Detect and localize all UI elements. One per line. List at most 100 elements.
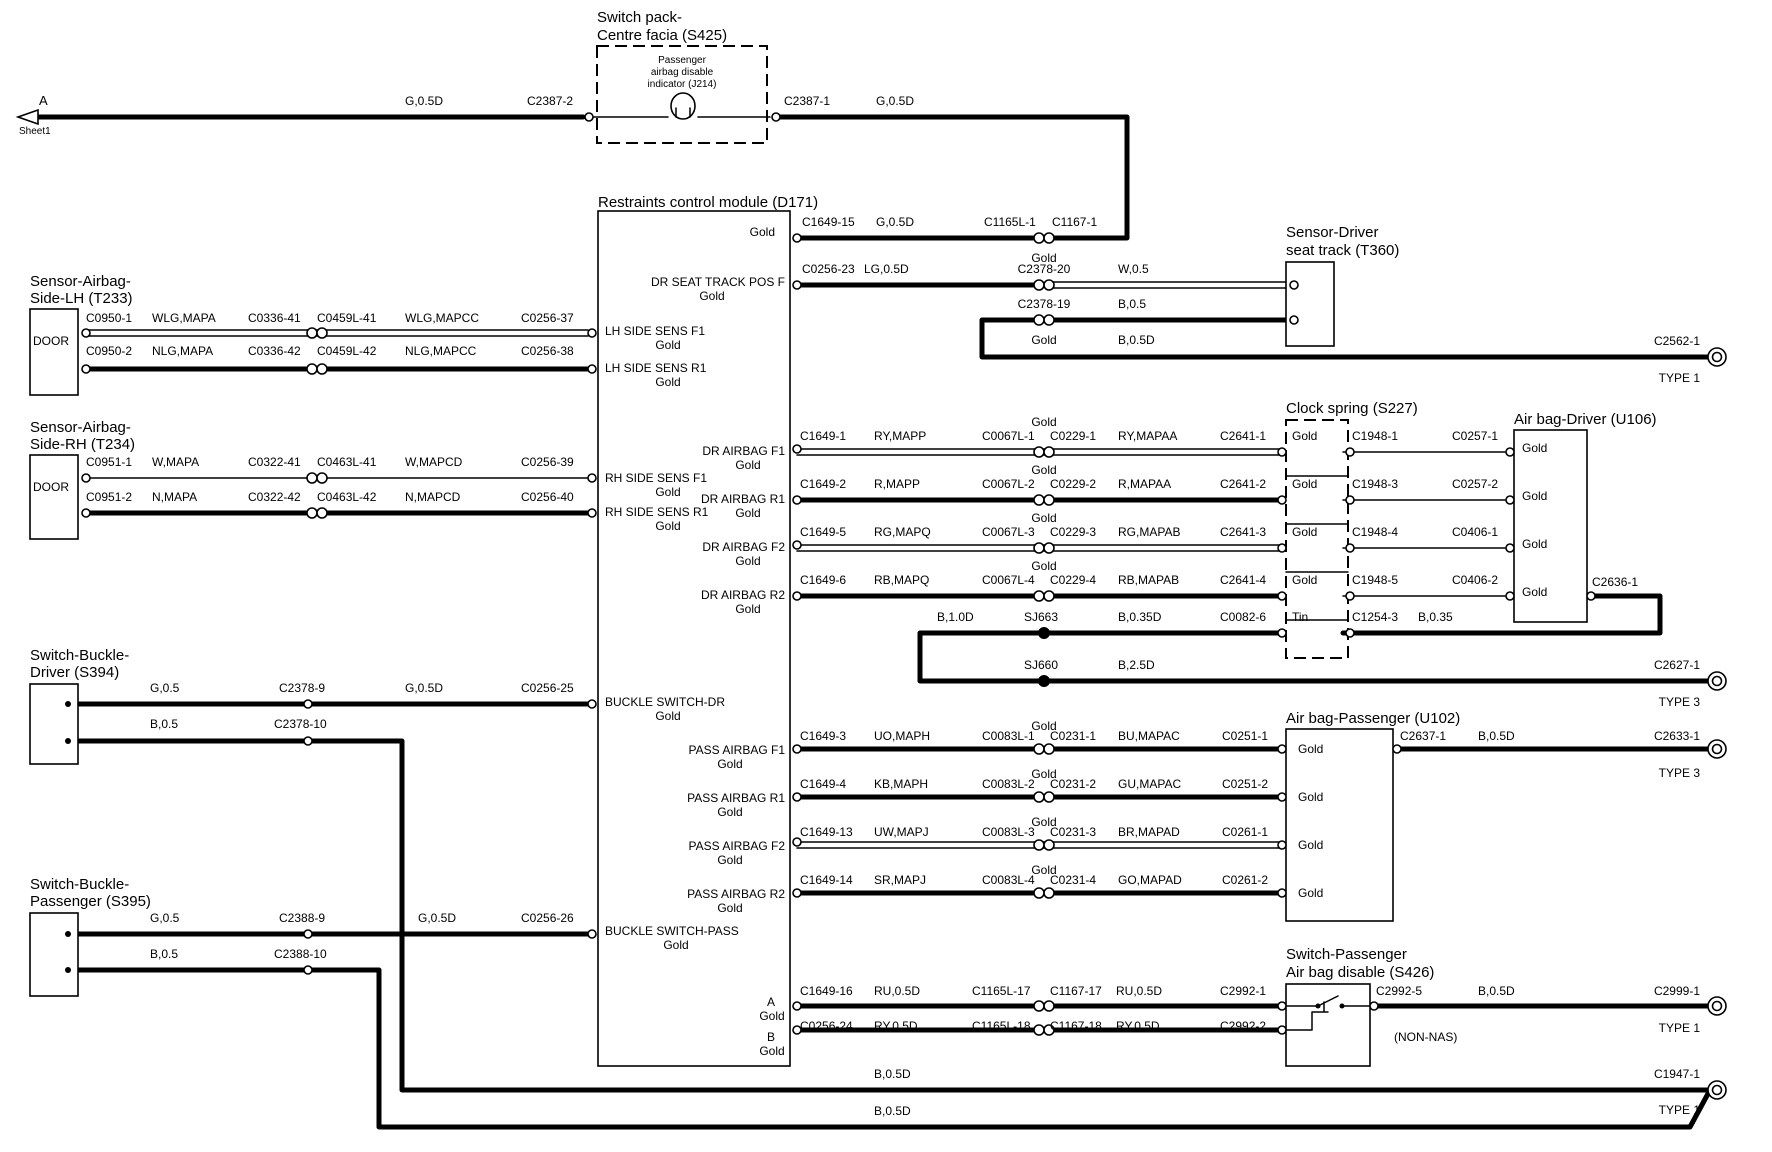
- gnd-w2: B,0.35D: [1118, 610, 1162, 624]
- r1b-w2: B,0.5: [1118, 297, 1146, 311]
- gnd-c2: C1254-3: [1352, 610, 1398, 624]
- p3-w2: BR,MAPAD: [1118, 825, 1180, 839]
- wire-bd2: [65, 738, 1711, 1093]
- rcm-box: [597, 210, 791, 1067]
- d-gold-3: Gold: [1031, 511, 1056, 525]
- d4-ab: Gold: [1522, 585, 1547, 599]
- rcm-pin-14-term: Gold: [717, 901, 742, 915]
- buckle-driver-pin-2-icon: [65, 738, 71, 744]
- g1-t: TYPE 1: [1659, 371, 1701, 385]
- conn-c2387-1-icon: [771, 112, 781, 122]
- buckle-driver-label-2: Driver (S394): [30, 664, 119, 681]
- rh1-c1: C0951-1: [86, 455, 132, 469]
- d-gold-2: Gold: [1031, 463, 1056, 477]
- p4-w1: SR,MAPJ: [874, 873, 926, 887]
- inline-buckle-1-icon: [303, 736, 313, 746]
- conn-c2387-2-icon: [584, 112, 594, 122]
- inline-center-0-icon-b: [1043, 232, 1055, 244]
- rcm-right-pin-1-icon: [792, 280, 802, 290]
- rcm-left-pin-0-icon: [587, 328, 597, 338]
- rcm-pin-17-term: Gold: [759, 1044, 784, 1058]
- sw-pass-pin-5-icon: [1369, 1001, 1379, 1011]
- p2-ab: Gold: [1298, 790, 1323, 804]
- d4-cs: Gold: [1292, 573, 1317, 587]
- p-gold-1: Gold: [1031, 719, 1056, 733]
- rh1-c4: C0256-39: [521, 455, 574, 469]
- ab-driver-pin-3-icon: [1505, 591, 1515, 601]
- rh1-c2: C0322-41: [248, 455, 301, 469]
- gnd-c3: C2636-1: [1592, 575, 1638, 589]
- inline-side-1-icon-b: [316, 363, 328, 375]
- bd1-w2: G,0.5D: [405, 681, 443, 695]
- gnd-tin: Tin: [1292, 610, 1308, 624]
- splice-sj663-icon: [1038, 627, 1050, 639]
- d4-c1: C1649-6: [800, 573, 846, 587]
- r1-w2: W,0.5: [1118, 262, 1149, 276]
- rh2-c1: C0951-2: [86, 490, 132, 504]
- rcm-left-pin-3-icon: [587, 508, 597, 518]
- gnd-w1: B,1.0D: [937, 610, 974, 624]
- wire-bp2: [65, 967, 1713, 1130]
- rcm-pin-labels: Gold DR SEAT TRACK POS F Gold LH SIDE SE…: [605, 225, 785, 1058]
- p1-c1: C1649-3: [800, 729, 846, 743]
- sw-pass-pin-1-icon: [1277, 1001, 1287, 1011]
- bp2-w1: B,0.5: [150, 947, 178, 961]
- ab-pass-pin-0-icon: [1277, 744, 1287, 754]
- lh1-c1: C0950-1: [86, 311, 132, 325]
- ground-2-icon-inner: [1711, 743, 1723, 755]
- d-gold-1: Gold: [1031, 415, 1056, 429]
- d4-c6: C0406-2: [1452, 573, 1498, 587]
- rcm-pin-11: PASS AIRBAG F1: [689, 743, 786, 757]
- ab-pass-pin-3-icon: [1277, 888, 1287, 898]
- ab-driver-ground-pin-icon: [1586, 591, 1596, 601]
- b-w1: RY,0.5D: [874, 1019, 918, 1033]
- d4-c5: C1948-5: [1352, 573, 1398, 587]
- a-w2: RU,0.5D: [1116, 984, 1162, 998]
- rcm-pin-11-term: Gold: [717, 757, 742, 771]
- switch-pack-label-2: Centre facia (S425): [597, 27, 727, 44]
- rh1-c3: C0463L-41: [317, 455, 377, 469]
- d3-cs: Gold: [1292, 525, 1317, 539]
- inline-side-3-icon-b: [316, 507, 328, 519]
- rh2-c2: C0322-42: [248, 490, 301, 504]
- d3-w1: RG,MAPQ: [874, 525, 931, 539]
- inline-side-2-icon-b: [316, 472, 328, 484]
- p-gold-3: Gold: [1031, 815, 1056, 829]
- ap-c1: C2637-1: [1400, 729, 1446, 743]
- rcm-right-pin-6-icon: [792, 744, 802, 754]
- b-c3: C1167-18: [1050, 1019, 1102, 1033]
- rcm-pin-8-term: Gold: [735, 554, 760, 568]
- inline-center-9-icon-b: [1043, 839, 1055, 851]
- bp2-c1: C2388-10: [274, 947, 327, 961]
- clock-spring-title: Clock spring (S227): [1286, 400, 1418, 417]
- gnd-w3: B,0.35: [1418, 610, 1453, 624]
- rcm-left-pin-4-icon: [587, 699, 597, 709]
- p2-w2: GU,MAPAC: [1118, 777, 1181, 791]
- rcm-right-pin-7-icon: [792, 792, 802, 802]
- lh2-c2: C0336-42: [248, 344, 301, 358]
- ab-driver-pin-2-icon: [1505, 543, 1515, 553]
- sp-w1: B,0.5D: [1478, 984, 1515, 998]
- rcm-pin-10: BUCKLE SWITCH-DR: [605, 695, 725, 709]
- inline-side-3-icon-a: [306, 507, 318, 519]
- rcm-pin-5: RH SIDE SENS R1: [605, 505, 709, 519]
- cs-left-pin-3-icon: [1277, 591, 1287, 601]
- wire-ground-airbag: [1340, 593, 1663, 636]
- cs-right-pin-3-icon: [1345, 591, 1355, 601]
- d4-c4: C2641-4: [1220, 573, 1266, 587]
- d2-ab: Gold: [1522, 489, 1547, 503]
- sensor-pin-2-icon: [81, 473, 91, 483]
- d1-ab: Gold: [1522, 441, 1547, 455]
- lh1-c4: C0256-37: [521, 311, 574, 325]
- rcm-pin-7-term: Gold: [735, 506, 760, 520]
- inline-center-7-icon-b: [1043, 743, 1055, 755]
- cs-right-pin-0-icon: [1345, 447, 1355, 457]
- rcm-left-pin-5-icon: [587, 929, 597, 939]
- d4-c3: C0229-4: [1050, 573, 1096, 587]
- rcm-pin-5-term: Gold: [655, 519, 680, 533]
- d4-w1: RB,MAPQ: [874, 573, 929, 587]
- rh1-w1: W,MAPA: [152, 455, 199, 469]
- switch-pack-box: [596, 45, 768, 144]
- inline-center-3-icon-a: [1033, 446, 1045, 458]
